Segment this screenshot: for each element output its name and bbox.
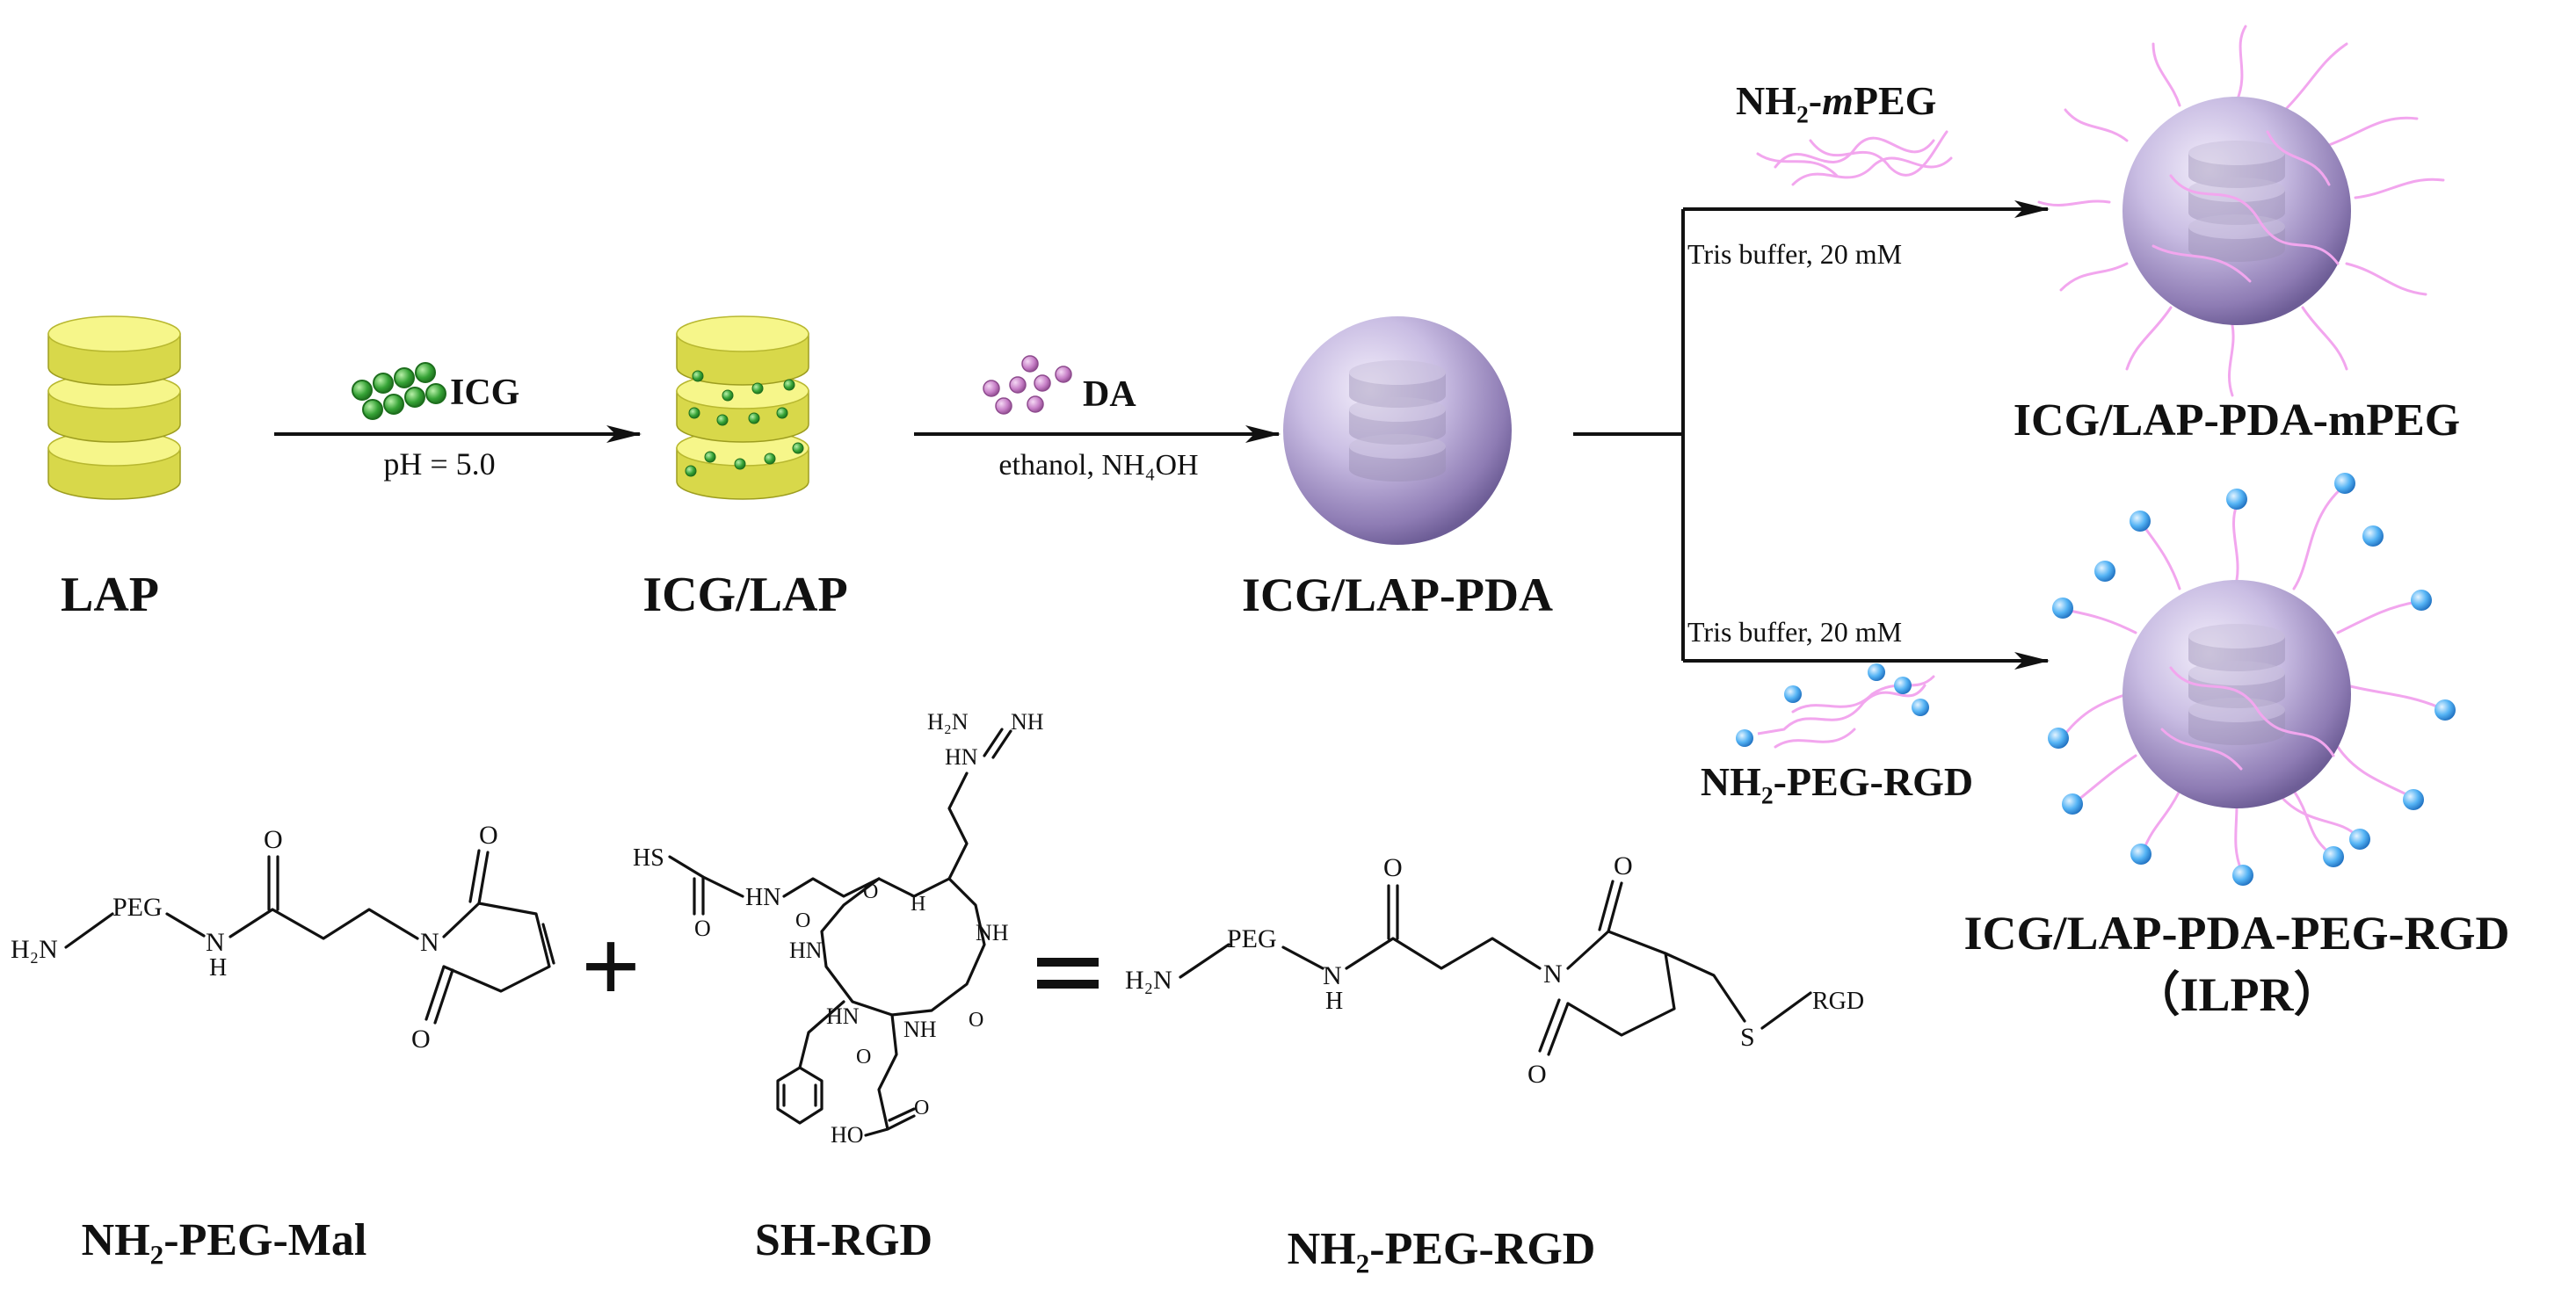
svg-text:H: H: [209, 954, 227, 982]
svg-text:O: O: [856, 1046, 871, 1069]
nh2-peg-mal-structure: H₂N PEG N H O N O O: [11, 821, 555, 1054]
step1-reagent: ICG: [450, 373, 519, 413]
svg-text:N: N: [206, 928, 225, 957]
svg-text:PEG: PEG: [1227, 924, 1277, 953]
icg-dots-icon: [352, 362, 446, 420]
svg-text:HN: HN: [745, 884, 780, 911]
peg-rgd-chain-icon: [1736, 663, 1935, 749]
svg-text:N: N: [1323, 961, 1342, 990]
label-ilpr-full: ICG/LAP-PDA-PEG-RGD: [1964, 907, 2510, 960]
svg-text:RGD: RGD: [1812, 988, 1864, 1015]
svg-text:HO: HO: [831, 1122, 864, 1148]
svg-text:H₂N: H₂N: [1125, 966, 1172, 995]
label-sh-rgd: SH-RGD: [755, 1215, 932, 1265]
svg-text:O: O: [411, 1025, 431, 1054]
label-ilpr-short: （ILPR）: [2132, 968, 2340, 1021]
svg-text:H₂N: H₂N: [927, 709, 969, 735]
sh-rgd-structure: HS O HN O H NH HN O O HN NH O HN H₂N NH …: [633, 709, 1044, 1148]
label-lap: LAP: [61, 568, 159, 622]
svg-text:HS: HS: [633, 844, 664, 872]
lower-condition: Tris buffer, 20 mM: [1687, 616, 1902, 648]
svg-text:HN: HN: [945, 744, 978, 770]
svg-text:O: O: [1614, 851, 1633, 880]
svg-text:H: H: [1325, 988, 1343, 1015]
label-nh2-peg-rgd-reagent: NH₂-PEG-RGD: [1701, 759, 1973, 804]
lap-disk-icon: [47, 315, 181, 500]
svg-text:O: O: [969, 1009, 983, 1032]
svg-text:HN: HN: [826, 1003, 860, 1029]
icg-lap-disk-icon: [676, 315, 809, 500]
da-dots-icon: [983, 355, 1072, 415]
label-icg-lap-pda: ICG/LAP-PDA: [1242, 569, 1553, 621]
svg-text:PEG: PEG: [112, 893, 163, 922]
step1-condition: pH = 5.0: [383, 446, 495, 482]
svg-text:H₂N: H₂N: [11, 935, 58, 964]
nh2-peg-rgd-structure: H₂N PEG N H O N O O S RGD: [1125, 851, 1864, 1089]
svg-text:O: O: [863, 880, 878, 903]
svg-text:O: O: [479, 821, 498, 850]
plus-operator: +: [581, 908, 641, 1025]
label-nh2-peg-mal: NH₂-PEG-Mal: [82, 1215, 367, 1265]
svg-text:NH: NH: [976, 920, 1009, 945]
upper-reagent: NH₂-mPEG: [1736, 78, 1936, 123]
svg-text:S: S: [1740, 1023, 1755, 1052]
svg-text:O: O: [795, 909, 810, 932]
label-icg-lap: ICG/LAP: [642, 568, 847, 622]
svg-text:O: O: [914, 1097, 929, 1119]
svg-text:N: N: [1543, 960, 1563, 989]
step2-reagent: DA: [1083, 374, 1136, 415]
svg-text:N: N: [420, 928, 439, 957]
upper-condition: Tris buffer, 20 mM: [1687, 238, 1902, 270]
label-nh2-peg-rgd: NH₂-PEG-RGD: [1288, 1224, 1596, 1274]
rgd-bead-icon: [1736, 729, 1753, 747]
equals-operator: [1037, 958, 1099, 989]
svg-text:O: O: [694, 916, 711, 941]
pda-mpeg-sphere-icon: [2037, 25, 2445, 397]
svg-text:O: O: [1383, 853, 1403, 882]
ilpr-sphere-icon: [2048, 473, 2456, 886]
label-icg-lap-pda-mpeg: ICG/LAP-PDA-mPEG: [2014, 395, 2460, 446]
svg-text:HN: HN: [789, 938, 823, 963]
svg-text:NH: NH: [1011, 709, 1044, 735]
svg-text:O: O: [1527, 1060, 1547, 1089]
pda-sphere-icon: [1283, 316, 1512, 545]
svg-text:O: O: [264, 825, 283, 854]
peg-chain-icon: [1756, 130, 1953, 186]
step2-condition: ethanol, NH₄OH: [998, 449, 1198, 482]
svg-text:H: H: [911, 893, 925, 916]
svg-text:NH: NH: [903, 1017, 937, 1042]
